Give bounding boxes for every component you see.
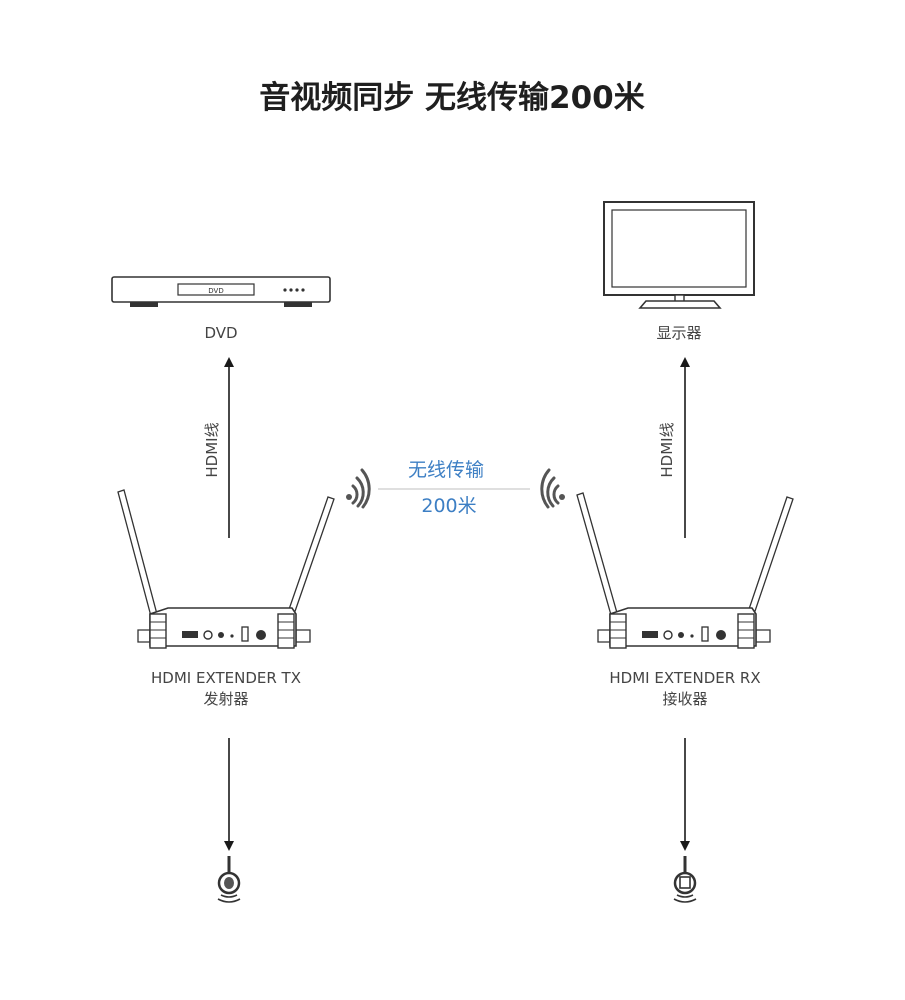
wifi-signal-icon <box>540 468 565 509</box>
tx-extender-device <box>117 489 335 649</box>
ir-emitter-icon <box>217 856 241 903</box>
wireless-label: 无线传输 <box>408 459 484 481</box>
wireless-distance-label: 200米 <box>421 495 476 517</box>
rx-device-name-cn: 接收器 <box>662 690 707 708</box>
wifi-signal-icon <box>346 468 371 509</box>
monitor-icon <box>603 201 755 309</box>
tx-device-name-cn: 发射器 <box>203 690 248 708</box>
tx-device-name: HDMI EXTENDER TX <box>151 669 301 687</box>
dvd-player-icon <box>111 276 331 307</box>
dvd-panel-text: DVD <box>208 287 223 295</box>
dvd-label: DVD <box>204 324 237 342</box>
hdmi-cable-label-right: HDMI线 <box>658 422 676 477</box>
hdmi-cable-label-left: HDMI线 <box>203 422 221 477</box>
monitor-label: 显示器 <box>656 324 701 342</box>
ir-receiver-icon <box>673 856 697 903</box>
rx-extender-device <box>576 492 794 649</box>
page-title: 音视频同步 无线传输200米 <box>259 80 645 116</box>
rx-device-name: HDMI EXTENDER RX <box>609 669 760 687</box>
